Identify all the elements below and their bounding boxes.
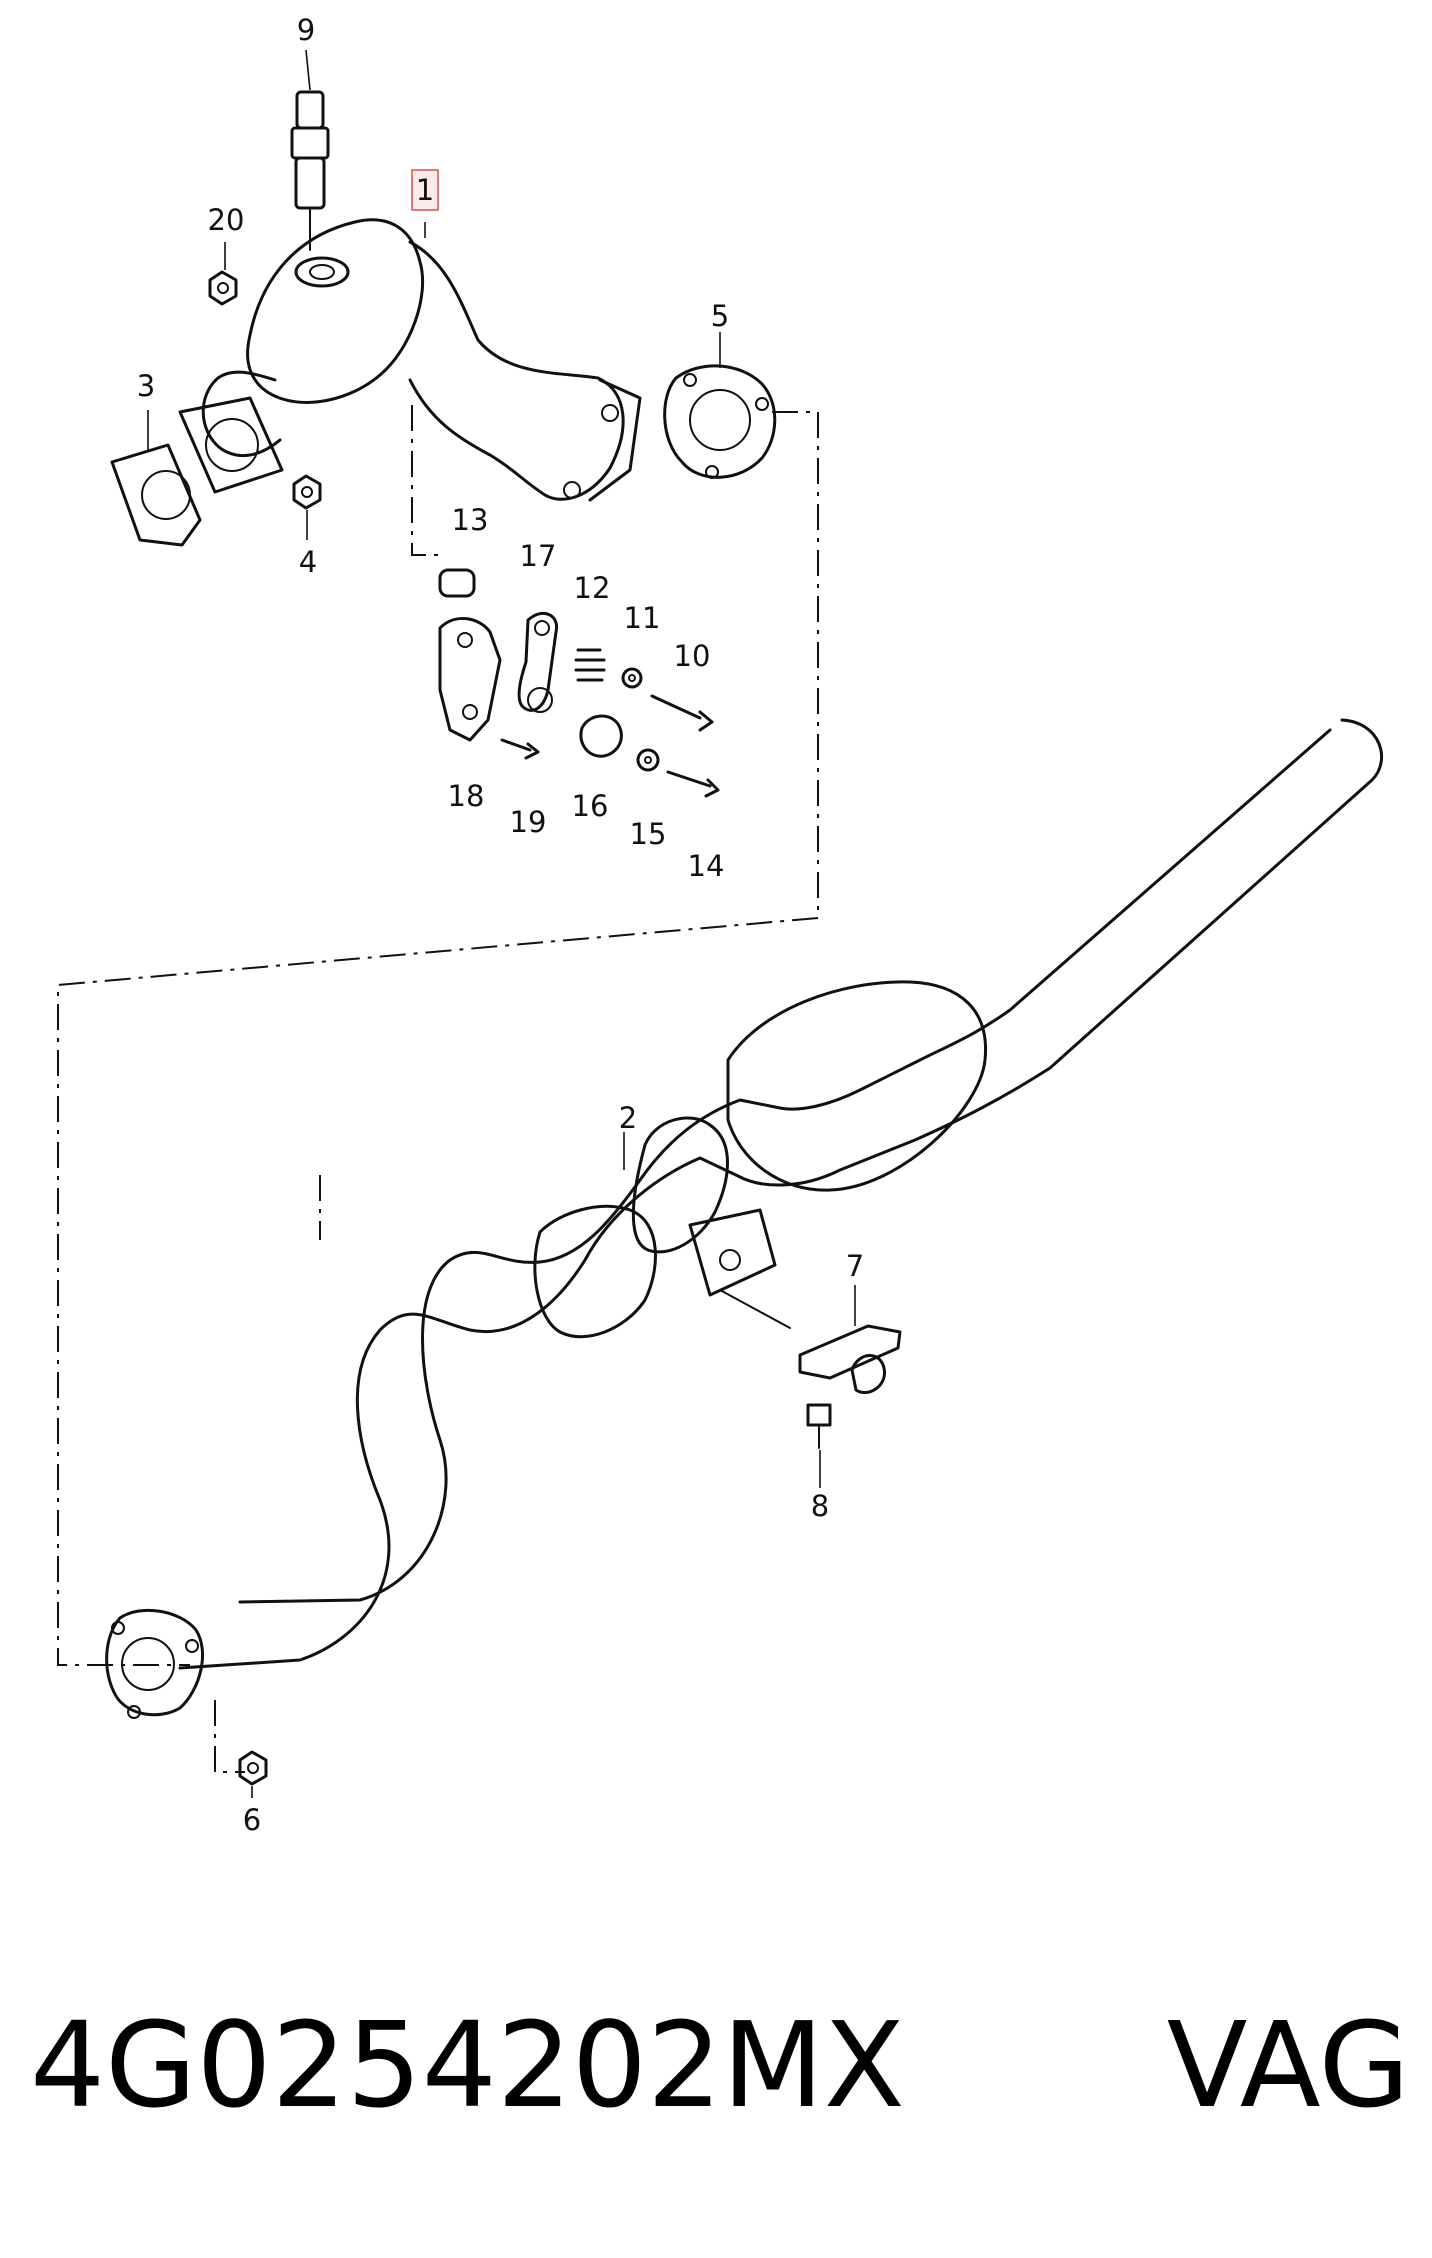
brand-name: VAG — [1166, 1996, 1410, 2134]
gasket-3[interactable] — [110, 443, 202, 547]
callout-10[interactable]: 10 — [674, 639, 711, 673]
callout-19[interactable]: 19 — [510, 805, 547, 839]
callout-13[interactable]: 13 — [452, 503, 489, 537]
bolt-10[interactable] — [650, 694, 714, 732]
mounting-bracket-18[interactable] — [438, 616, 502, 742]
callout-11[interactable]: 11 — [624, 601, 661, 635]
callout-20[interactable]: 20 — [208, 203, 245, 237]
callout-4[interactable]: 4 — [299, 545, 317, 579]
callout-17[interactable]: 17 — [520, 539, 557, 573]
nut-4[interactable] — [292, 474, 322, 510]
highlight-box-1 — [411, 169, 439, 211]
callout-16[interactable]: 16 — [572, 789, 609, 823]
nut-6[interactable] — [238, 1750, 268, 1786]
callout-18[interactable]: 18 — [448, 779, 485, 813]
bracket-arm-17[interactable] — [517, 611, 559, 713]
washer-15[interactable] — [636, 748, 660, 772]
rubber-spring-12[interactable] — [574, 648, 606, 682]
callout-12[interactable]: 12 — [574, 571, 611, 605]
spacer-13[interactable] — [438, 568, 476, 598]
callouts: 1 2 3 4 5 6 7 8 9 10 11 12 13 14 15 16 1… — [137, 13, 864, 1837]
nut-20[interactable] — [208, 270, 238, 306]
bolt-19[interactable] — [500, 738, 540, 760]
callout-15[interactable]: 15 — [630, 817, 667, 851]
footer-caption: 4G0254202MX VAG — [30, 1995, 1410, 2135]
gasket-5[interactable] — [663, 364, 777, 479]
bolt-8[interactable] — [806, 1403, 832, 1449]
part-number: 4G0254202MX — [30, 1996, 905, 2134]
washer-11[interactable] — [621, 667, 643, 689]
callout-2[interactable]: 2 — [619, 1101, 637, 1135]
exhaust-pipe-assembly-2[interactable] — [105, 718, 1383, 1719]
hanger-bracket-7[interactable] — [719, 1289, 902, 1394]
callout-7[interactable]: 7 — [846, 1249, 864, 1283]
callout-1[interactable]: 1 — [416, 173, 434, 207]
callout-3[interactable]: 3 — [137, 369, 155, 403]
oxygen-sensor-9[interactable] — [290, 90, 330, 251]
callout-9[interactable]: 9 — [297, 13, 315, 47]
catalytic-converter-1[interactable] — [178, 218, 642, 502]
rubber-mount-16[interactable] — [579, 714, 623, 758]
callout-8[interactable]: 8 — [811, 1489, 829, 1523]
bolt-14[interactable] — [666, 770, 720, 798]
callout-5[interactable]: 5 — [711, 299, 729, 333]
callout-6[interactable]: 6 — [243, 1803, 261, 1837]
assembly-guide-lines — [57, 405, 819, 1773]
callout-14[interactable]: 14 — [688, 849, 725, 883]
leader-lines — [147, 49, 856, 1798]
